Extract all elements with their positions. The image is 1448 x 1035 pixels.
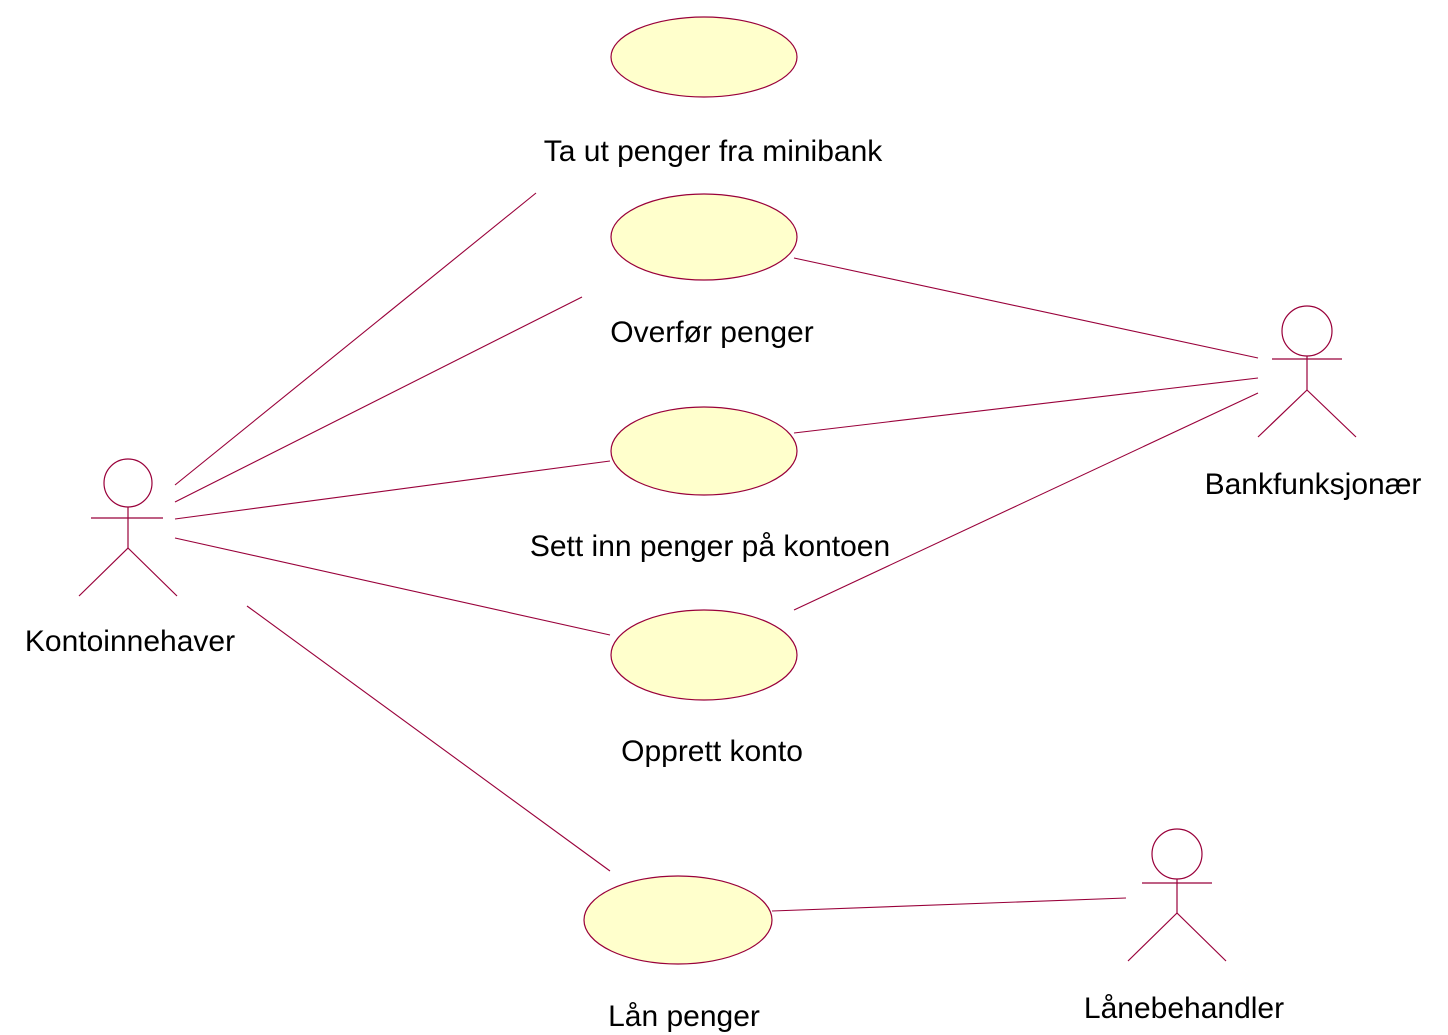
- use-case-ellipse: [610, 406, 798, 496]
- association-deposit-clerk: [793, 377, 1259, 434]
- association-open-account-clerk: [793, 392, 1259, 611]
- use-case-ellipse: [610, 193, 798, 281]
- association-loan-officer: [771, 897, 1127, 912]
- use-case-label: Ta ut penger fra minibank: [544, 135, 884, 168]
- actor-loan-officer[interactable]: Lånebehandler: [1084, 828, 1284, 1025]
- actor-bank-clerk[interactable]: Bankfunksjonær: [1205, 305, 1422, 501]
- stick-figure-icon: [1257, 305, 1357, 438]
- associations: [174, 192, 1259, 912]
- association-holder-transfer: [174, 296, 583, 503]
- association-holder-loan: [246, 605, 611, 872]
- use-case-deposit[interactable]: Sett inn penger på kontoen: [530, 406, 890, 563]
- actor-label: Lånebehandler: [1084, 992, 1284, 1025]
- stick-figure-icon: [1127, 828, 1227, 962]
- stick-figure-icon: [78, 458, 178, 597]
- actor-label: Kontoinnehaver: [25, 625, 235, 658]
- association-transfer-clerk: [793, 257, 1259, 359]
- use-case-withdraw[interactable]: Ta ut penger fra minibank: [544, 16, 884, 168]
- actor-account-holder[interactable]: Kontoinnehaver: [25, 458, 235, 658]
- use-case-label: Opprett konto: [621, 735, 803, 768]
- use-case-ellipse: [610, 609, 798, 701]
- use-case-label: Sett inn penger på kontoen: [530, 530, 890, 563]
- use-case-label: Lån penger: [608, 1000, 760, 1033]
- actor-label: Bankfunksjonær: [1205, 468, 1422, 501]
- use-case-ellipse: [583, 875, 773, 965]
- use-case-loan[interactable]: Lån penger: [583, 875, 773, 1033]
- use-case-ellipse: [610, 16, 798, 98]
- association-holder-withdraw: [174, 192, 537, 486]
- use-case-transfer[interactable]: Overfør penger: [610, 193, 814, 349]
- use-case-open-account[interactable]: Opprett konto: [610, 609, 803, 768]
- association-holder-open-account: [174, 537, 611, 636]
- association-holder-deposit: [174, 460, 611, 520]
- use-case-label: Overfør penger: [610, 316, 813, 349]
